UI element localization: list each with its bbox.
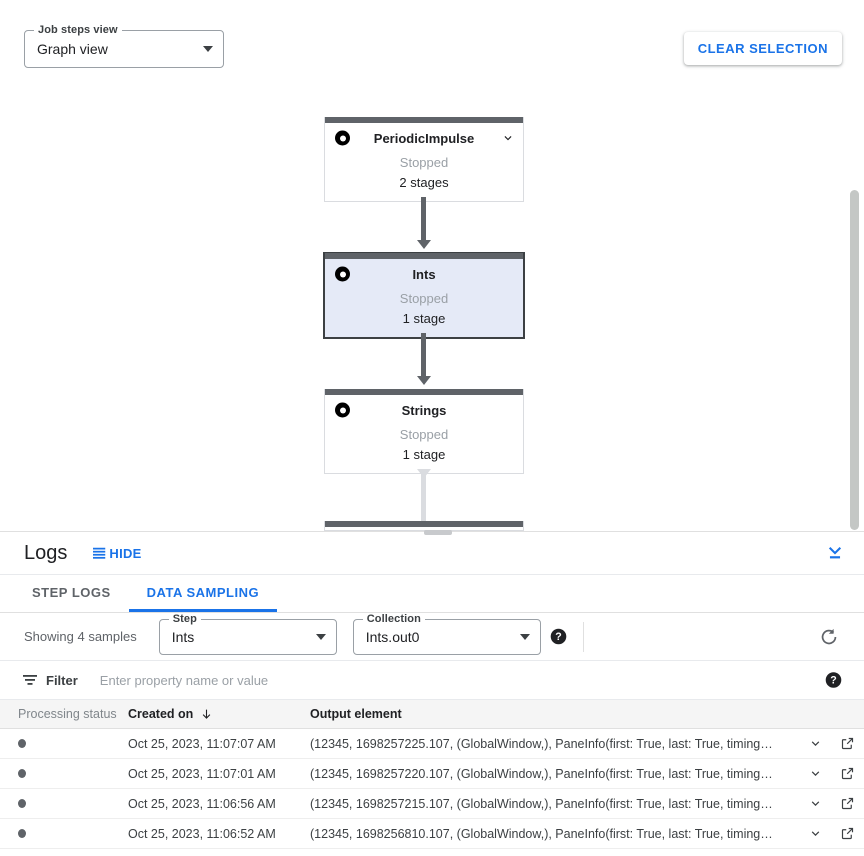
row-status-cell — [0, 829, 128, 838]
node-status-bar — [325, 117, 523, 123]
job-steps-view-label: Job steps view — [34, 24, 122, 36]
table-row[interactable]: Oct 25, 2023, 11:07:01 AM (12345, 169825… — [0, 759, 864, 789]
refresh-icon[interactable] — [818, 626, 840, 648]
graph-vertical-scrollbar[interactable] — [850, 190, 859, 530]
step-select-value: Ints — [171, 628, 195, 645]
column-header-created-on-label: Created on — [128, 707, 194, 721]
node-status: Stopped — [399, 291, 449, 306]
chevron-down-icon — [203, 46, 213, 52]
logs-header: Logs HIDE — [0, 532, 864, 575]
status-dot-icon — [18, 799, 26, 808]
filter-input[interactable] — [97, 671, 698, 689]
status-dot-icon — [18, 739, 26, 748]
filter-bar: Filter ? — [0, 661, 864, 700]
status-dot-icon — [18, 769, 26, 778]
row-open-in-new-icon[interactable] — [830, 796, 864, 811]
node-status-bar — [325, 389, 523, 395]
chevron-down-icon — [315, 633, 326, 640]
row-created-on: Oct 25, 2023, 11:07:07 AM — [128, 736, 276, 751]
showing-samples-text: Showing 4 samples — [24, 629, 137, 644]
node-title: PeriodicImpulse — [373, 130, 475, 146]
stop-circle-icon — [335, 130, 350, 146]
column-header-processing-status[interactable]: Processing status — [18, 707, 117, 721]
tab-step-logs[interactable]: STEP LOGS — [32, 584, 111, 600]
table-row[interactable]: Oct 25, 2023, 11:07:07 AM (12345, 169825… — [0, 729, 864, 759]
row-created-on: Oct 25, 2023, 11:07:01 AM — [128, 766, 276, 781]
node-stages: 2 stages — [399, 175, 449, 190]
row-created-on: Oct 25, 2023, 11:06:52 AM — [128, 826, 276, 841]
sort-descending-icon — [200, 708, 213, 721]
node-title: Strings — [401, 402, 447, 418]
job-steps-view-select[interactable]: Job steps view Graph view — [24, 24, 224, 68]
row-expand-icon[interactable] — [800, 766, 830, 781]
graph-edge — [421, 333, 426, 379]
logs-title: Logs — [24, 541, 68, 564]
node-title: Ints — [412, 266, 436, 282]
panel-resize-handle[interactable] — [424, 530, 452, 535]
divider — [582, 621, 584, 652]
row-open-in-new-icon[interactable] — [830, 766, 864, 781]
collection-select[interactable]: Collection Ints.out0 — [352, 612, 541, 655]
sampling-controls-bar: Showing 4 samples Step Ints Collection I… — [0, 612, 864, 661]
filter-help-icon[interactable]: ? — [825, 672, 842, 689]
row-output-element: (12345, 1698257225.107, (GlobalWindow,),… — [310, 736, 773, 751]
graph-edge-arrow — [417, 376, 431, 385]
row-status-cell — [0, 739, 128, 748]
stop-circle-icon — [335, 266, 350, 282]
table-header-row: Processing status Created on Output elem… — [0, 700, 864, 729]
collection-select-value: Ints.out0 — [365, 628, 420, 645]
row-output-element: (12345, 1698257220.107, (GlobalWindow,),… — [310, 766, 773, 781]
node-status-bar — [325, 253, 523, 259]
logs-panel: Logs HIDE STEP — [0, 531, 864, 856]
graph-edge — [421, 197, 426, 243]
node-status-bar — [325, 521, 523, 527]
logs-tabs: STEP LOGS DATA SAMPLING — [0, 575, 864, 613]
column-header-created-on[interactable]: Created on — [128, 707, 310, 721]
graph-node-ints[interactable]: Ints Stopped 1 stage — [324, 253, 524, 338]
status-dot-icon — [18, 829, 26, 838]
stop-circle-icon — [335, 402, 350, 418]
graph-pane: Job steps view Graph view CLEAR SELECTIO… — [0, 0, 864, 531]
node-status: Stopped — [399, 427, 449, 442]
svg-text:?: ? — [555, 631, 561, 643]
graph-edge — [421, 469, 426, 523]
row-open-in-new-icon[interactable] — [830, 826, 864, 841]
node-stages: 1 stage — [402, 447, 446, 462]
row-status-cell — [0, 799, 128, 808]
samples-table: Processing status Created on Output elem… — [0, 700, 864, 849]
row-created-on: Oct 25, 2023, 11:06:56 AM — [128, 796, 276, 811]
hide-logs-label: HIDE — [109, 545, 142, 561]
table-row[interactable]: Oct 25, 2023, 11:06:52 AM (12345, 169825… — [0, 819, 864, 849]
collection-select-label: Collection — [362, 612, 425, 625]
graph-node-periodicimpulse[interactable]: PeriodicImpulse Stopped 2 stages — [324, 117, 524, 202]
collection-help-icon[interactable]: ? — [550, 628, 567, 645]
row-output-element: (12345, 1698256810.107, (GlobalWindow,),… — [310, 826, 773, 841]
clear-selection-button[interactable]: CLEAR SELECTION — [683, 32, 842, 65]
row-expand-icon[interactable] — [800, 796, 830, 811]
row-expand-icon[interactable] — [800, 826, 830, 841]
row-output-element: (12345, 1698257215.107, (GlobalWindow,),… — [310, 796, 773, 811]
node-stages: 1 stage — [402, 311, 446, 326]
svg-text:?: ? — [830, 675, 836, 687]
row-open-in-new-icon[interactable] — [830, 736, 864, 751]
filter-icon — [22, 672, 38, 688]
node-status: Stopped — [399, 155, 449, 170]
step-select-label: Step — [168, 612, 201, 625]
chevron-down-icon[interactable] — [501, 131, 515, 145]
graph-edge-arrow — [417, 469, 431, 478]
row-status-cell — [0, 769, 128, 778]
collapse-panel-icon[interactable] — [824, 542, 846, 564]
chevron-down-icon — [519, 633, 530, 640]
graph-node-strings[interactable]: Strings Stopped 1 stage — [324, 389, 524, 474]
hide-logs-button[interactable]: HIDE — [93, 546, 141, 561]
tab-data-sampling[interactable]: DATA SAMPLING — [128, 575, 278, 612]
graph-canvas[interactable]: PeriodicImpulse Stopped 2 stages Ints St — [0, 0, 864, 531]
column-header-output-element[interactable]: Output element — [310, 707, 402, 721]
filter-label: Filter — [46, 672, 78, 688]
graph-edge-arrow — [417, 240, 431, 249]
list-lines-icon — [93, 546, 107, 560]
table-row[interactable]: Oct 25, 2023, 11:06:56 AM (12345, 169825… — [0, 789, 864, 819]
row-expand-icon[interactable] — [800, 736, 830, 751]
step-select[interactable]: Step Ints — [158, 612, 337, 655]
